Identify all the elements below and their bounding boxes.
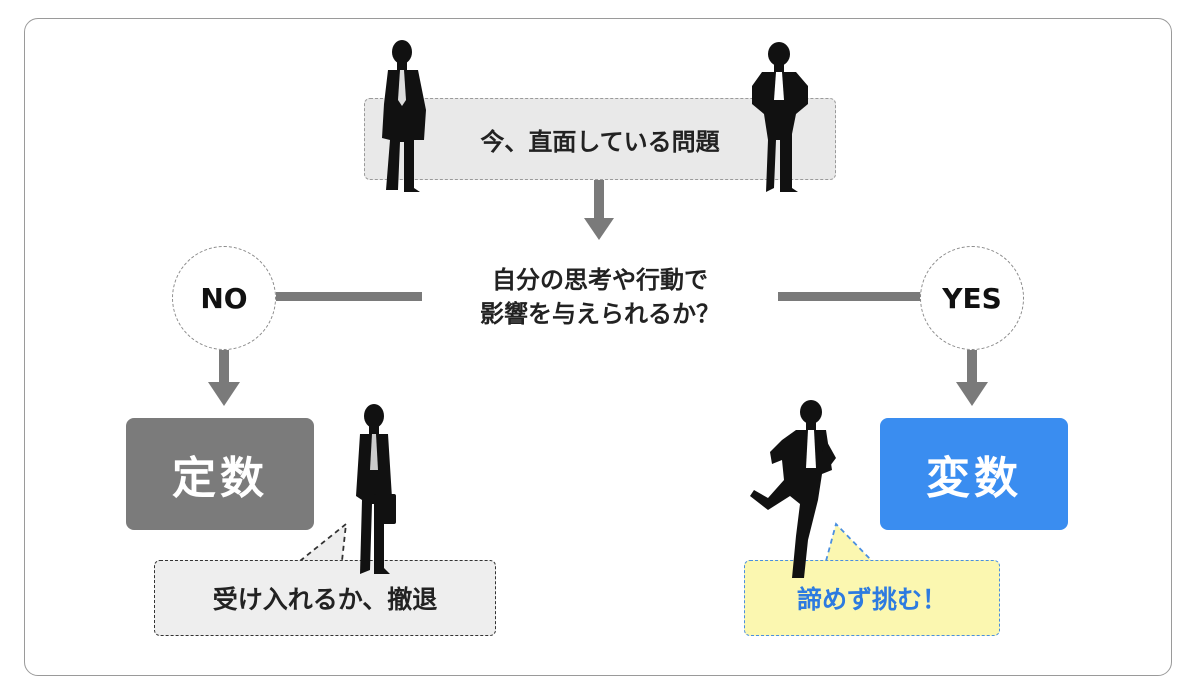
line-to-no <box>276 292 422 301</box>
no-circle: NO <box>172 246 276 350</box>
never-give-up-text: 諦めず挑む！ <box>796 585 947 614</box>
problem-label: 今、直面している問題 <box>480 127 720 156</box>
person-with-briefcase-silhouette-icon <box>356 404 396 574</box>
left-bubble-tail <box>299 521 348 562</box>
problem-box: 今、直面している問題 <box>364 98 836 180</box>
arrow-problem-to-question <box>584 180 614 240</box>
arrow-no-down <box>208 350 240 406</box>
yes-label: YES <box>942 281 1002 315</box>
variable-label: 変数 <box>926 453 1022 504</box>
never-give-up-bubble: 諦めず挑む！ <box>744 560 1000 636</box>
arrow-yes-down <box>956 350 988 406</box>
no-label: NO <box>200 281 248 315</box>
accept-or-withdraw-bubble: 受け入れるか、撤退 <box>154 560 496 636</box>
question-line-1: 自分の思考や行動で <box>492 266 708 295</box>
person-hands-on-hips-silhouette-icon <box>752 42 808 192</box>
running-person-silhouette-icon <box>750 400 836 578</box>
accept-or-withdraw-text: 受け入れるか、撤退 <box>212 585 438 614</box>
constant-label: 定数 <box>172 453 268 504</box>
constant-box: 定数 <box>126 418 314 530</box>
line-to-yes <box>778 292 922 301</box>
yes-circle: YES <box>920 246 1024 350</box>
question-line-2: 影響を与えられるか？ <box>480 300 720 328</box>
variable-box: 変数 <box>880 418 1068 530</box>
right-bubble-tail <box>825 522 873 562</box>
question-text: 自分の思考や行動で 影響を与えられるか？ <box>420 250 780 346</box>
businessman-silhouette-icon <box>382 40 426 192</box>
